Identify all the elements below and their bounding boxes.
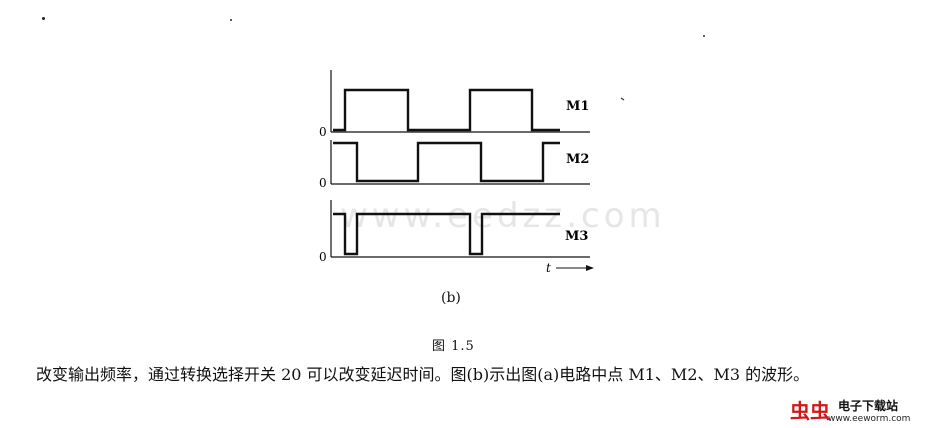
scan-speck: [703, 35, 705, 37]
scan-speck: [42, 17, 45, 20]
m3-zero-label: 0: [319, 250, 327, 264]
waveform-m3: 0 M3: [319, 200, 590, 264]
site-logo-mark: 虫虫: [790, 399, 830, 423]
m2-signal-label: M2: [566, 152, 589, 167]
body-paragraph: 改变输出频率，通过转换选择开关 20 可以改变延迟时间。图(b)示出图(a)电路…: [36, 365, 810, 384]
waveform-m1: 0 M1: [319, 70, 590, 139]
site-watermark: 虫虫 电子下载站 www.eeworm.com: [790, 393, 925, 427]
waveform-m2: 0 M2: [319, 140, 590, 190]
m1-zero-label: 0: [319, 125, 327, 139]
subfigure-label: (b): [441, 290, 461, 306]
time-axis-indicator: t: [546, 261, 594, 275]
scan-speck: [230, 19, 232, 21]
site-name: 电子下载站: [838, 399, 899, 413]
m3-waveform-line: [333, 212, 560, 256]
m1-waveform-line: [333, 88, 560, 132]
m1-signal-label: M1: [566, 99, 589, 114]
time-arrow-head: [586, 265, 594, 271]
m3-signal-label: M3: [565, 229, 588, 244]
m2-zero-label: 0: [319, 176, 327, 190]
time-axis-label: t: [546, 261, 551, 275]
figure-caption: 图 1.5: [432, 339, 475, 354]
scan-mark: [620, 97, 625, 101]
faint-watermark: www.eedzz.com: [340, 196, 666, 236]
m2-waveform-line: [333, 141, 560, 183]
site-url: www.eeworm.com: [828, 414, 911, 424]
